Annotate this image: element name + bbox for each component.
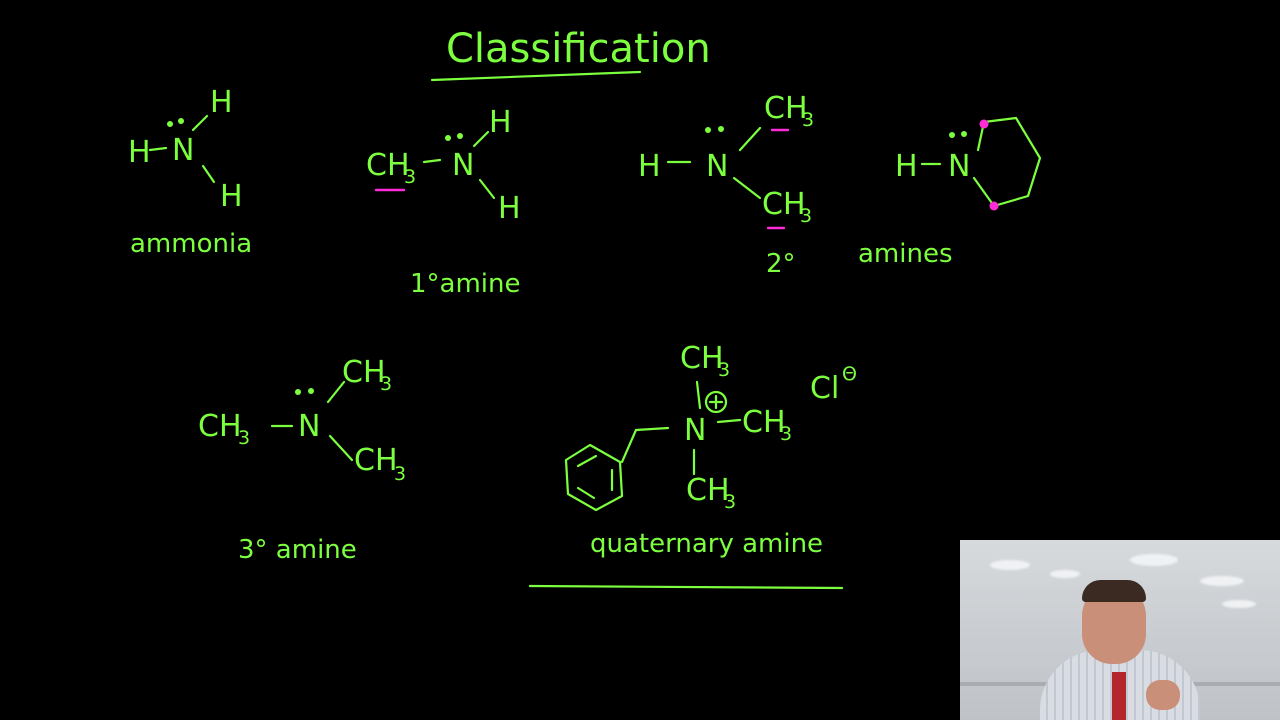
presenter-hair (1082, 580, 1146, 602)
svg-text:N: N (948, 149, 970, 184)
svg-text:H: H (498, 191, 521, 226)
svg-text:Cl: Cl (810, 371, 839, 406)
svg-text:H: H (128, 135, 151, 170)
presenter-tie (1112, 672, 1126, 720)
tertiary-amine-structure: CH 3 N CH 3 CH 3 (198, 355, 406, 485)
tertiary-amine-label: 3° amine (238, 535, 357, 565)
svg-text:H: H (638, 149, 661, 184)
svg-text:H: H (895, 149, 918, 184)
svg-text:3: 3 (800, 205, 812, 227)
svg-text:CH: CH (762, 187, 806, 222)
positive-charge-icon (704, 390, 728, 414)
svg-text:N: N (706, 149, 728, 184)
svg-text:3: 3 (404, 166, 416, 188)
secondary-amine-structure: H N CH 3 CH 3 (638, 91, 814, 230)
svg-text:CH: CH (354, 443, 398, 478)
quaternary-amine-structure: N CH 3 CH 3 CH 3 Cl Θ (564, 341, 857, 513)
svg-text:CH: CH (686, 473, 730, 508)
page-title: Classification (446, 26, 711, 72)
svg-text:CH: CH (342, 355, 386, 390)
svg-text:H: H (210, 85, 233, 120)
cyclic-amine-structure: H N (895, 116, 1042, 211)
svg-text:N: N (684, 413, 706, 448)
svg-text:3: 3 (724, 491, 736, 513)
svg-text:3: 3 (718, 359, 730, 381)
svg-text:3: 3 (238, 427, 250, 449)
svg-text:CH: CH (680, 341, 724, 376)
primary-amine-label: 1°amine (410, 269, 521, 299)
svg-text:CH: CH (366, 148, 410, 183)
presenter-video-icon (960, 540, 1280, 720)
svg-text:N: N (172, 133, 194, 168)
ammonia-label: ammonia (130, 229, 252, 259)
quaternary-underline (528, 584, 844, 590)
svg-text:H: H (220, 179, 243, 214)
svg-text:CH: CH (742, 405, 786, 440)
svg-text:N: N (298, 409, 320, 444)
ammonia-structure: H N H H (128, 85, 243, 214)
quaternary-amine-label: quaternary amine (590, 529, 823, 559)
svg-text:CH: CH (198, 409, 242, 444)
svg-text:CH: CH (764, 91, 808, 126)
svg-text:3: 3 (394, 463, 406, 485)
title-underline (430, 70, 642, 82)
amines-label: amines (858, 239, 953, 269)
svg-text:N: N (452, 148, 474, 183)
secondary-degree-label: 2° (766, 249, 796, 279)
presenter-hand (1146, 680, 1180, 710)
svg-text:Θ: Θ (842, 363, 857, 385)
svg-text:3: 3 (802, 109, 814, 131)
primary-amine-structure: CH 3 N H H (366, 105, 521, 226)
svg-text:H: H (489, 105, 512, 140)
svg-text:3: 3 (380, 373, 392, 395)
svg-text:3: 3 (780, 423, 792, 445)
